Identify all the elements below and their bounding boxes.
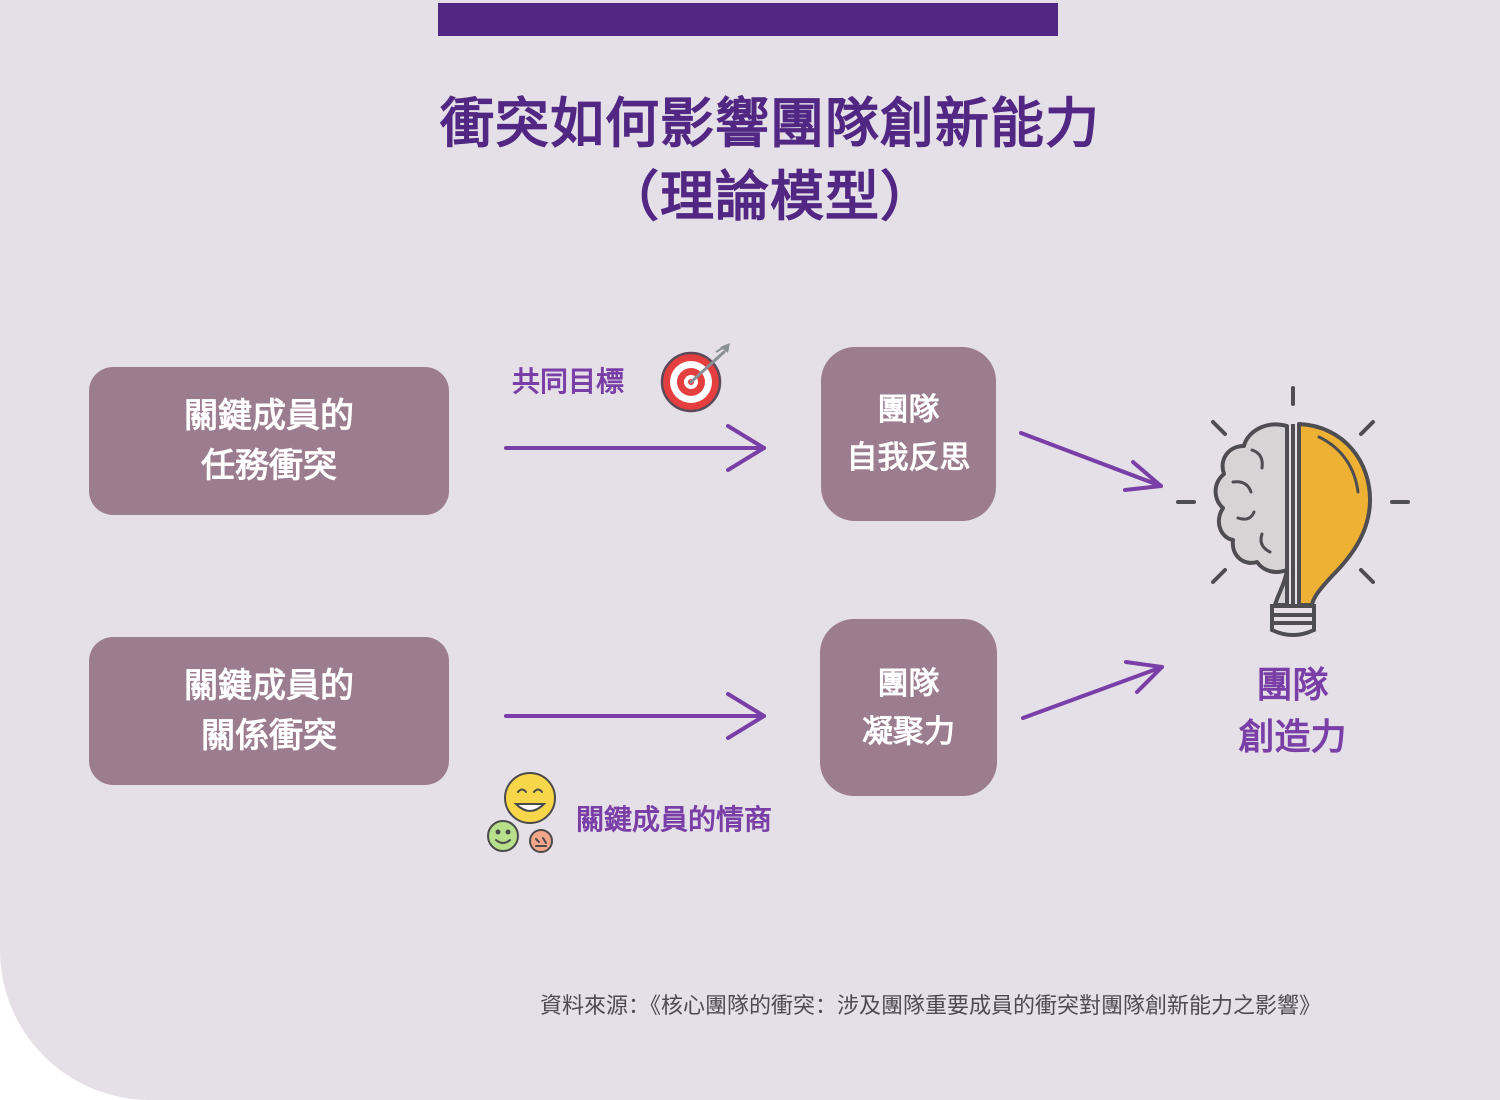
relation-conflict-line-2: 關係衝突	[201, 716, 337, 756]
moderator-eq-label: 關鍵成員的情商	[576, 803, 773, 836]
source-citation: 資料來源：《核心團隊的衝突：涉及團隊重要成員的衝突對團隊創新能力之影響》	[540, 994, 1322, 1019]
cohesion-box: 團隊 凝聚力	[820, 619, 997, 796]
outcome-line-2: 創造力	[1238, 717, 1347, 758]
arrow-relation-to-cohesion	[504, 692, 766, 740]
title-line-1: 衝突如何影響團隊創新能力	[440, 92, 1100, 155]
reflexivity-line-2: 自我反思	[846, 440, 971, 476]
title-line-2: （理論模型）	[605, 165, 935, 228]
task-conflict-line-2: 任務衝突	[201, 446, 337, 486]
outcome-label: 團隊 創造力	[1210, 660, 1375, 764]
task-conflict-line-1: 關鍵成員的	[184, 396, 354, 436]
relation-conflict-line-1: 關鍵成員的	[184, 666, 354, 706]
reflexivity-line-1: 團隊	[877, 392, 940, 428]
moderator-goal-label: 共同目標	[512, 365, 625, 398]
reflexivity-box: 團隊 自我反思	[821, 347, 996, 521]
cohesion-line-1: 團隊	[877, 665, 940, 702]
outcome-line-1: 團隊	[1256, 665, 1329, 706]
arrow-cohesion-to-creativity	[1021, 660, 1164, 720]
task-conflict-box: 關鍵成員的 任務衝突	[89, 367, 449, 515]
arrow-task-to-reflexivity	[504, 424, 766, 472]
top-accent-bar	[438, 3, 1058, 36]
cohesion-line-2: 凝聚力	[862, 713, 955, 750]
relation-conflict-box: 關鍵成員的 關係衝突	[89, 637, 449, 785]
arrow-reflexivity-to-creativity	[1019, 431, 1163, 492]
